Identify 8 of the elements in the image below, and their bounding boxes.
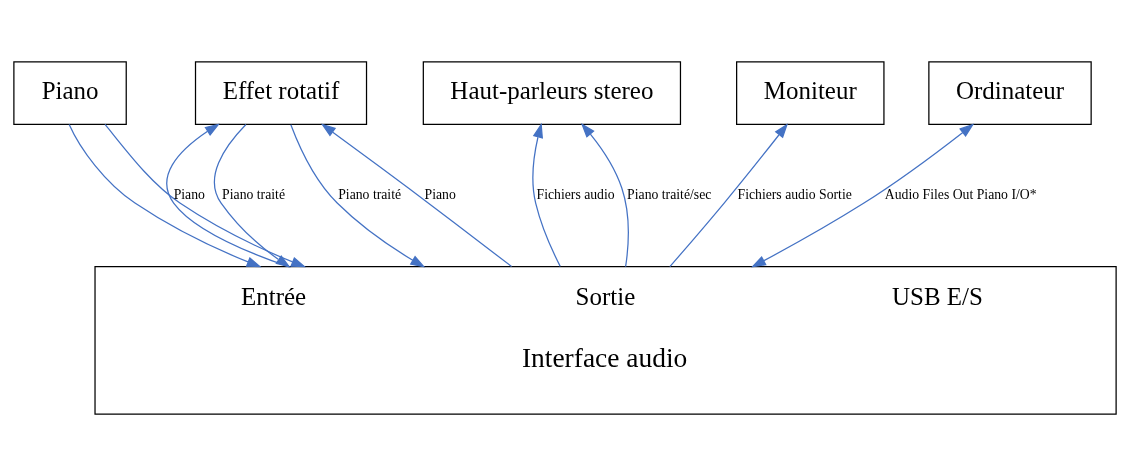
edge-label: Audio Files Out Piano I/O* bbox=[884, 187, 1037, 203]
edge-label: Fichiers audio bbox=[536, 187, 615, 203]
edge-label: Piano bbox=[424, 187, 456, 203]
edge-label: Piano traité bbox=[222, 187, 285, 203]
edge-label: Piano traité bbox=[338, 187, 402, 203]
edge-label: Piano traité/sec bbox=[627, 187, 712, 203]
edge-label: Piano bbox=[173, 187, 205, 203]
edge-label: Fichiers audio Sortie bbox=[737, 187, 852, 203]
